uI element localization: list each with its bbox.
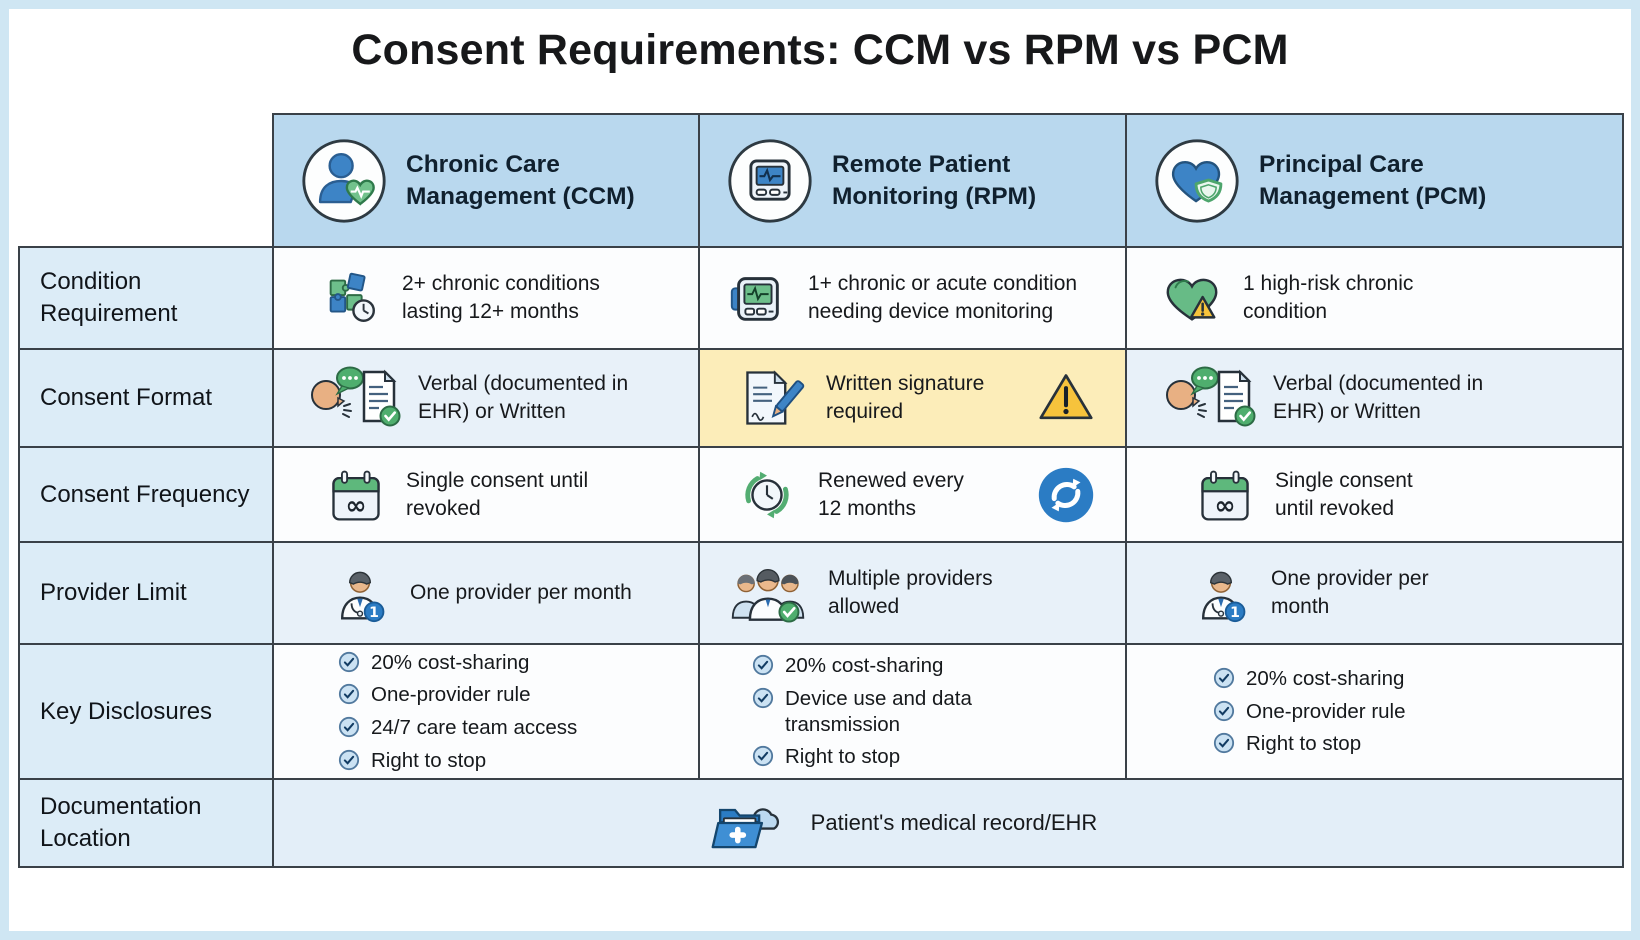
row-label-provider: Provider Limit — [18, 541, 274, 645]
svg-text:1: 1 — [1230, 605, 1240, 621]
provider-group-icon — [728, 562, 808, 624]
corner-cell — [19, 114, 273, 247]
list-item: Device use and data transmission — [752, 686, 1125, 737]
cell-text: Verbal (documented in EHR) or Written — [1273, 372, 1484, 423]
row-consent-format: Consent Format Verbal (documented in EHR… — [18, 348, 1624, 448]
cell-disclosures-rpm: 20% cost-sharing Device use and data tra… — [698, 643, 1127, 780]
refresh-circle-icon — [1037, 466, 1095, 524]
calendar-infinity-icon: ∞ — [1195, 465, 1255, 525]
list-item: Right to stop — [752, 744, 1125, 770]
row-label-format: Consent Format — [18, 348, 274, 448]
row-consent-frequency: Consent Frequency ∞ Single consent until… — [18, 446, 1624, 543]
list-item: 24/7 care team access — [338, 715, 698, 741]
cell-disclosures-pcm: 20% cost-sharing One-provider rule Right… — [1125, 643, 1624, 780]
cell-provider-ccm: 1 One provider per month — [272, 541, 700, 645]
heart-warning-icon — [1161, 267, 1223, 329]
list-item: 20% cost-sharing — [338, 650, 698, 676]
header-cell-rpm: Remote Patient Monitoring (RPM) — [698, 113, 1127, 248]
doctor-one-icon: 1 — [1191, 562, 1251, 624]
header-cell-pcm: Principal Care Management (PCM) — [1125, 113, 1624, 248]
cell-provider-rpm: Multiple providers allowed — [698, 541, 1127, 645]
svg-text:1: 1 — [369, 605, 379, 621]
speech-document-icon — [1157, 365, 1257, 431]
renewal-clock-icon — [736, 464, 798, 526]
cell-text: 1+ chronic or acute condition needing de… — [808, 272, 1078, 323]
cell-text: One provider per month — [410, 581, 632, 605]
svg-text:∞: ∞ — [1214, 490, 1235, 519]
row-label-disclosures: Key Disclosures — [18, 643, 274, 780]
cell-text: Single consent until revoked — [1275, 468, 1413, 520]
puzzle-clock-icon — [320, 267, 382, 329]
cell-text: Renewed every 12 months — [818, 468, 964, 520]
cell-text: Written signature required — [826, 372, 985, 423]
header-row: Chronic Care Management (CCM) Remote Pat… — [19, 113, 1624, 248]
list-item: One-provider rule — [1213, 699, 1622, 725]
folder-cloud-icon — [709, 793, 787, 853]
comparison-table: Chronic Care Management (CCM) Remote Pat… — [18, 113, 1624, 868]
warning-triangle-icon — [1037, 371, 1095, 425]
list-item: One-provider rule — [338, 682, 698, 708]
cell-format-pcm: Verbal (documented in EHR) or Written — [1125, 348, 1624, 448]
svg-text:∞: ∞ — [345, 490, 366, 519]
list-item: Right to stop — [338, 748, 698, 774]
row-label-frequency: Consent Frequency — [18, 446, 274, 543]
header-label-ccm: Chronic Care Management (CCM) — [406, 150, 635, 210]
cell-frequency-rpm: Renewed every 12 months — [698, 446, 1127, 543]
cell-text: Multiple providers allowed — [828, 567, 993, 618]
cell-condition-ccm: 2+ chronic conditions lasting 12+ months — [272, 246, 700, 350]
cell-documentation-merged: Patient's medical record/EHR — [272, 778, 1624, 868]
row-label-documentation: Documentation Location — [18, 778, 274, 868]
cell-condition-pcm: 1 high-risk chronic condition — [1125, 246, 1624, 350]
monitor-device-icon — [726, 267, 788, 329]
header-label-rpm: Remote Patient Monitoring (RPM) — [832, 150, 1037, 210]
header-cell-ccm: Chronic Care Management (CCM) — [272, 113, 700, 248]
list-item: 20% cost-sharing — [1213, 666, 1622, 692]
cell-text: Single consent until revoked — [406, 468, 589, 520]
row-condition-requirement: Condition Requirement 2+ chronic conditi… — [18, 246, 1624, 350]
signature-document-icon — [738, 366, 806, 430]
speech-document-icon — [302, 365, 402, 431]
heart-monitor-icon — [726, 137, 814, 225]
cell-format-rpm-highlighted: Written signature required — [698, 348, 1127, 448]
heart-shield-icon — [1153, 137, 1241, 225]
cell-condition-rpm: 1+ chronic or acute condition needing de… — [698, 246, 1127, 350]
doctor-one-icon: 1 — [330, 562, 390, 624]
row-documentation-location: Documentation Location Patient's medical… — [18, 778, 1624, 868]
cell-text: One provider per month — [1271, 567, 1429, 618]
page-title: Consent Requirements: CCM vs RPM vs PCM — [351, 26, 1289, 74]
list-item: Right to stop — [1213, 731, 1622, 757]
cell-frequency-ccm: ∞ Single consent until revoked — [272, 446, 700, 543]
cell-format-ccm: Verbal (documented in EHR) or Written — [272, 348, 700, 448]
person-heart-icon — [300, 137, 388, 225]
row-label-condition: Condition Requirement — [18, 246, 274, 350]
cell-frequency-pcm: ∞ Single consent until revoked — [1125, 446, 1624, 543]
cell-text: 1 high-risk chronic condition — [1243, 272, 1414, 323]
cell-provider-pcm: 1 One provider per month — [1125, 541, 1624, 645]
row-provider-limit: Provider Limit 1 One provider per month — [18, 541, 1624, 645]
calendar-infinity-icon: ∞ — [326, 465, 386, 525]
cell-text: 2+ chronic conditions lasting 12+ months — [402, 272, 600, 323]
list-item: 20% cost-sharing — [752, 653, 1125, 679]
header-label-pcm: Principal Care Management (PCM) — [1259, 150, 1487, 210]
cell-text: Patient's medical record/EHR — [810, 810, 1098, 836]
cell-disclosures-ccm: 20% cost-sharing One-provider rule 24/7 … — [272, 643, 700, 780]
cell-text: Verbal (documented in EHR) or Written — [418, 372, 629, 423]
row-key-disclosures: Key Disclosures 20% cost-sharing One-pro… — [18, 643, 1624, 780]
